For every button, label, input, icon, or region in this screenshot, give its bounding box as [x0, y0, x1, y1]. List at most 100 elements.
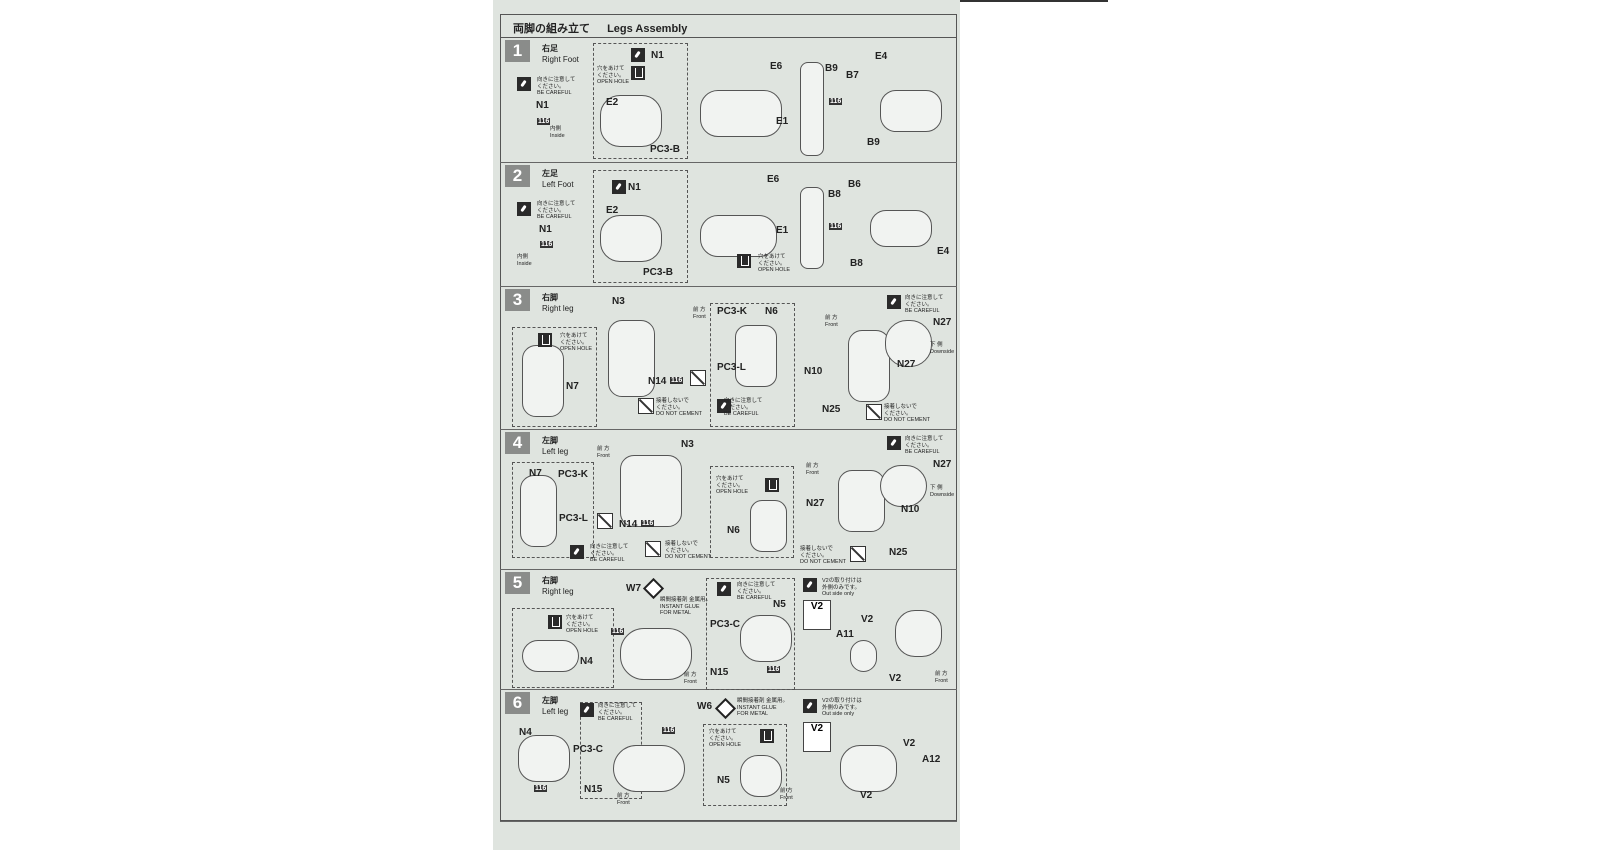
note-line: 接着しないで — [665, 541, 698, 547]
subassembly-box — [593, 43, 688, 159]
note-line: ください。 — [537, 207, 565, 214]
note-line: 穴をあけて — [709, 729, 737, 735]
part-label: B9 — [867, 137, 880, 148]
note-line: ください。 — [905, 301, 933, 308]
note-line: 瞬間接着剤 金属用。 — [737, 698, 789, 704]
note-line: ください。 — [800, 552, 828, 559]
note-be-careful: 向きに注意してください。BE CAREFUL — [724, 398, 762, 418]
note-line: BE CAREFUL — [905, 449, 940, 455]
part-label: N1 — [536, 100, 549, 111]
note-line: 接着しないで — [656, 398, 689, 404]
note-line: FOR METAL — [737, 711, 769, 717]
note-line: INSTANT GLUE — [660, 603, 700, 610]
part-label: N1 — [539, 224, 552, 235]
part-label: N10 — [901, 504, 920, 515]
drill-icon — [765, 478, 779, 492]
paint-code-116: 116 — [540, 241, 554, 248]
note-line: 前 方 — [825, 315, 838, 321]
part-drawing — [740, 615, 792, 662]
part-label: N4 — [519, 727, 532, 738]
subassembly-box — [593, 170, 688, 283]
note-line: ください。 — [598, 709, 626, 716]
be-careful-icon — [631, 48, 645, 62]
note-line: OPEN HOLE — [758, 267, 791, 273]
note-line: V2の取り付けは — [822, 578, 862, 584]
step-1: 1 — [500, 38, 957, 163]
part-drawing — [608, 320, 655, 397]
part-label: A12 — [922, 754, 941, 765]
note-outside-only: V2の取り付けは外側のみです。Out side only — [822, 698, 862, 718]
note-line: 向きに注意して — [737, 582, 776, 588]
note-line: 前 方 — [617, 793, 630, 799]
be-careful-icon — [517, 202, 531, 216]
step-title-en: Right leg — [542, 304, 574, 313]
part-label: A11 — [836, 629, 854, 640]
note-line: 穴をあけて — [716, 476, 744, 482]
part-label: E1 — [776, 225, 789, 236]
note-line: 向きに注意して — [537, 77, 576, 83]
note-line: Front — [617, 799, 630, 806]
part-drawing — [620, 628, 692, 680]
part-label: N14 — [619, 519, 638, 530]
note-line: 向きに注意して — [905, 295, 944, 301]
part-label: N14 — [648, 376, 667, 387]
part-label: N3 — [612, 296, 625, 307]
note-do-not-cement: 接着しないでください。DO NOT CEMENT — [884, 404, 930, 424]
note-be-careful: 向きに注意してください。BE CAREFUL — [737, 582, 775, 602]
note-line: ください。 — [537, 83, 565, 90]
note-open-hole: 穴をあけてください。OPEN HOLE — [560, 333, 592, 353]
step-title-jp: 右脚 — [542, 293, 558, 302]
step-title-en: Left leg — [542, 447, 569, 456]
note-line: ください。 — [597, 72, 625, 79]
note-do-not-cement: 接着しないでください。DO NOT CEMENT — [665, 541, 711, 561]
note-be-careful: 向きに注意してください。BE CAREFUL — [537, 201, 575, 221]
note-line: 穴をあけて — [597, 66, 625, 72]
be-careful-icon — [887, 295, 901, 309]
part-label: E4 — [875, 51, 888, 62]
paint-code-116: 116 — [537, 118, 551, 125]
note-line: OPEN HOLE — [716, 489, 749, 495]
part-label: N3 — [681, 439, 694, 450]
part-label: PC3-K — [717, 306, 748, 317]
subassembly-box — [710, 466, 794, 558]
subassembly-box — [512, 327, 597, 427]
note-line: Front — [806, 469, 819, 476]
part-label: PC3-C — [710, 619, 741, 630]
part-label: N7 — [529, 468, 542, 479]
part-drawing — [600, 95, 662, 147]
part-label: N6 — [765, 306, 778, 317]
subassembly-box — [703, 724, 787, 806]
note-line: 前 方 — [780, 788, 793, 794]
note-line: FOR METAL — [660, 610, 692, 616]
note-line: OPEN HOLE — [709, 742, 742, 748]
part-drawing — [848, 330, 890, 402]
part-drawing — [518, 735, 570, 782]
note-line: ください。 — [758, 260, 786, 267]
be-careful-icon — [580, 703, 594, 717]
note-line: BE CAREFUL — [905, 308, 940, 314]
part-label: PC3-B — [650, 144, 681, 155]
step-number: 4 — [505, 432, 530, 454]
note-line: ください。 — [737, 588, 765, 595]
part-label: N1 — [628, 182, 641, 193]
part-label: N27 — [933, 459, 952, 470]
step-title-jp: 左脚 — [542, 436, 558, 445]
v2-part-box: V2 — [803, 600, 831, 630]
part-label: V2 — [903, 738, 916, 749]
note-line: 穴をあけて — [566, 615, 594, 621]
note-be-careful: 向きに注意してください。BE CAREFUL — [905, 436, 943, 456]
note-line: ください。 — [709, 735, 737, 742]
note-line: ください。 — [884, 410, 912, 417]
part-label: W7 — [626, 583, 641, 594]
note-line: Front — [684, 678, 697, 685]
note-open-hole: 穴をあけてください。OPEN HOLE — [758, 254, 790, 274]
be-careful-icon — [803, 699, 817, 713]
note-open-hole: 穴をあけてください。OPEN HOLE — [597, 66, 629, 86]
note-line: ください。 — [566, 621, 594, 628]
